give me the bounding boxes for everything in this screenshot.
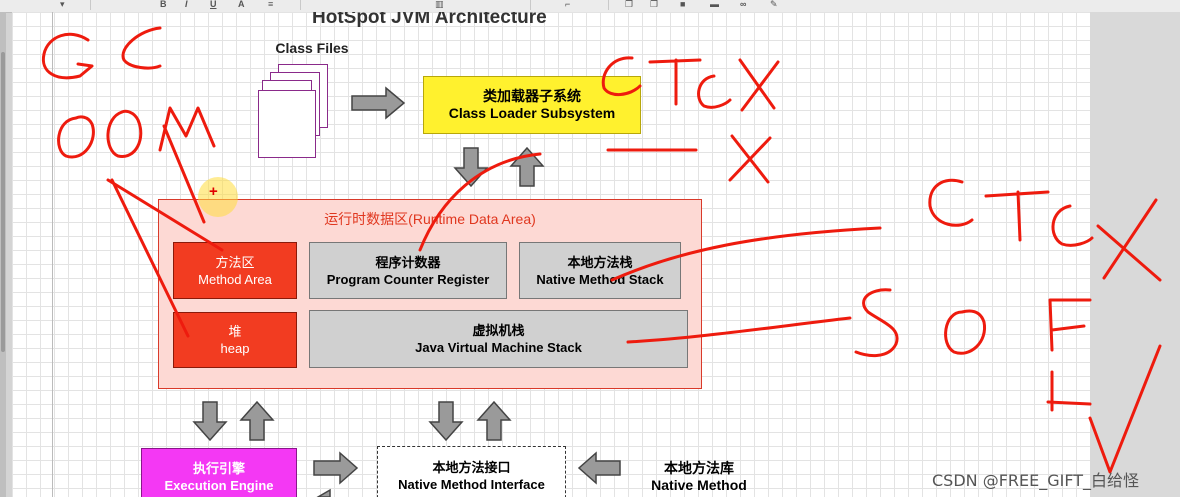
class-loader-en: Class Loader Subsystem [448, 105, 616, 121]
method-area-box: 方法区 Method Area [173, 242, 297, 299]
line-icon[interactable]: ▬ [710, 0, 719, 9]
runtime-data-area-label: 运行时数据区(Runtime Data Area) [324, 211, 536, 227]
toolbar-separator [90, 0, 91, 10]
heap-box: 堆 heap [173, 312, 297, 368]
watermark: CSDN @FREE_GIFT_白给怪 [932, 471, 1140, 490]
method-area-zh: 方法区 [215, 254, 255, 270]
execution-engine-box: 执行引擎 Execution Engine [141, 448, 297, 497]
toolbar-separator [608, 0, 609, 10]
method-area-en: Method Area [198, 271, 272, 287]
cursor-plus-icon: + [209, 183, 218, 200]
native-stack-zh: 本地方法栈 [567, 254, 633, 270]
native-interface-zh: 本地方法接口 [432, 460, 511, 475]
pc-register-en: Program Counter Register [326, 271, 490, 287]
italic-button[interactable]: I [185, 0, 188, 9]
font-size-dropdown[interactable]: ▾ [60, 0, 65, 9]
heap-zh: 堆 [228, 324, 242, 339]
pen-icon[interactable]: ✎ [770, 0, 778, 9]
native-method-interface-box: 本地方法接口 Native Method Interface [377, 446, 566, 497]
native-method-stack-box: 本地方法栈 Native Method Stack [519, 242, 681, 299]
program-counter-register-box: 程序计数器 Program Counter Register [309, 242, 507, 299]
fill-icon[interactable]: ■ [680, 0, 686, 9]
class-loader-box: 类加载器子系统 Class Loader Subsystem [423, 76, 641, 134]
execution-engine-zh: 执行引擎 [192, 461, 245, 476]
jvm-stack-box: 虚拟机栈 Java Virtual Machine Stack [309, 310, 688, 368]
shape-button[interactable]: ⌐ [565, 0, 571, 9]
table-button[interactable]: ▥ [435, 0, 444, 9]
font-color-button[interactable]: A [238, 0, 245, 9]
link-icon[interactable]: ∞ [740, 0, 747, 9]
toolbar-separator [300, 0, 301, 10]
vertical-scrollbar[interactable] [1, 52, 5, 352]
execution-engine-en: Execution Engine [164, 478, 274, 493]
copy-icon[interactable]: ❐ [625, 0, 634, 9]
canvas-guide-line [52, 12, 53, 497]
heap-en: heap [220, 341, 250, 356]
underline-button[interactable]: U [210, 0, 217, 9]
left-panel-edge [0, 12, 6, 497]
native-interface-en: Native Method Interface [398, 477, 545, 492]
paste-icon[interactable]: ❐ [650, 0, 659, 9]
native-stack-en: Native Method Stack [536, 271, 664, 287]
cursor-highlight [198, 177, 238, 217]
native-method-library: 本地方法库 Native Method [634, 457, 764, 497]
jvm-stack-zh: 虚拟机栈 [472, 323, 525, 338]
toolbar-separator [530, 0, 531, 10]
align-button[interactable]: ≡ [268, 0, 274, 9]
right-margin [1090, 12, 1180, 497]
native-library-en: Native Method [651, 477, 747, 493]
pc-register-zh: 程序计数器 [375, 254, 441, 270]
class-loader-zh: 类加载器子系统 [483, 88, 581, 104]
diagram-canvas: HotSpot JVM Architecture Class Files 类加载… [12, 12, 1090, 497]
class-files-label: Class Files [275, 40, 349, 56]
bold-button[interactable]: B [160, 0, 167, 9]
native-library-zh: 本地方法库 [664, 460, 734, 476]
diagram-title: HotSpot JVM Architecture [312, 12, 547, 28]
jvm-stack-en: Java Virtual Machine Stack [415, 340, 582, 355]
